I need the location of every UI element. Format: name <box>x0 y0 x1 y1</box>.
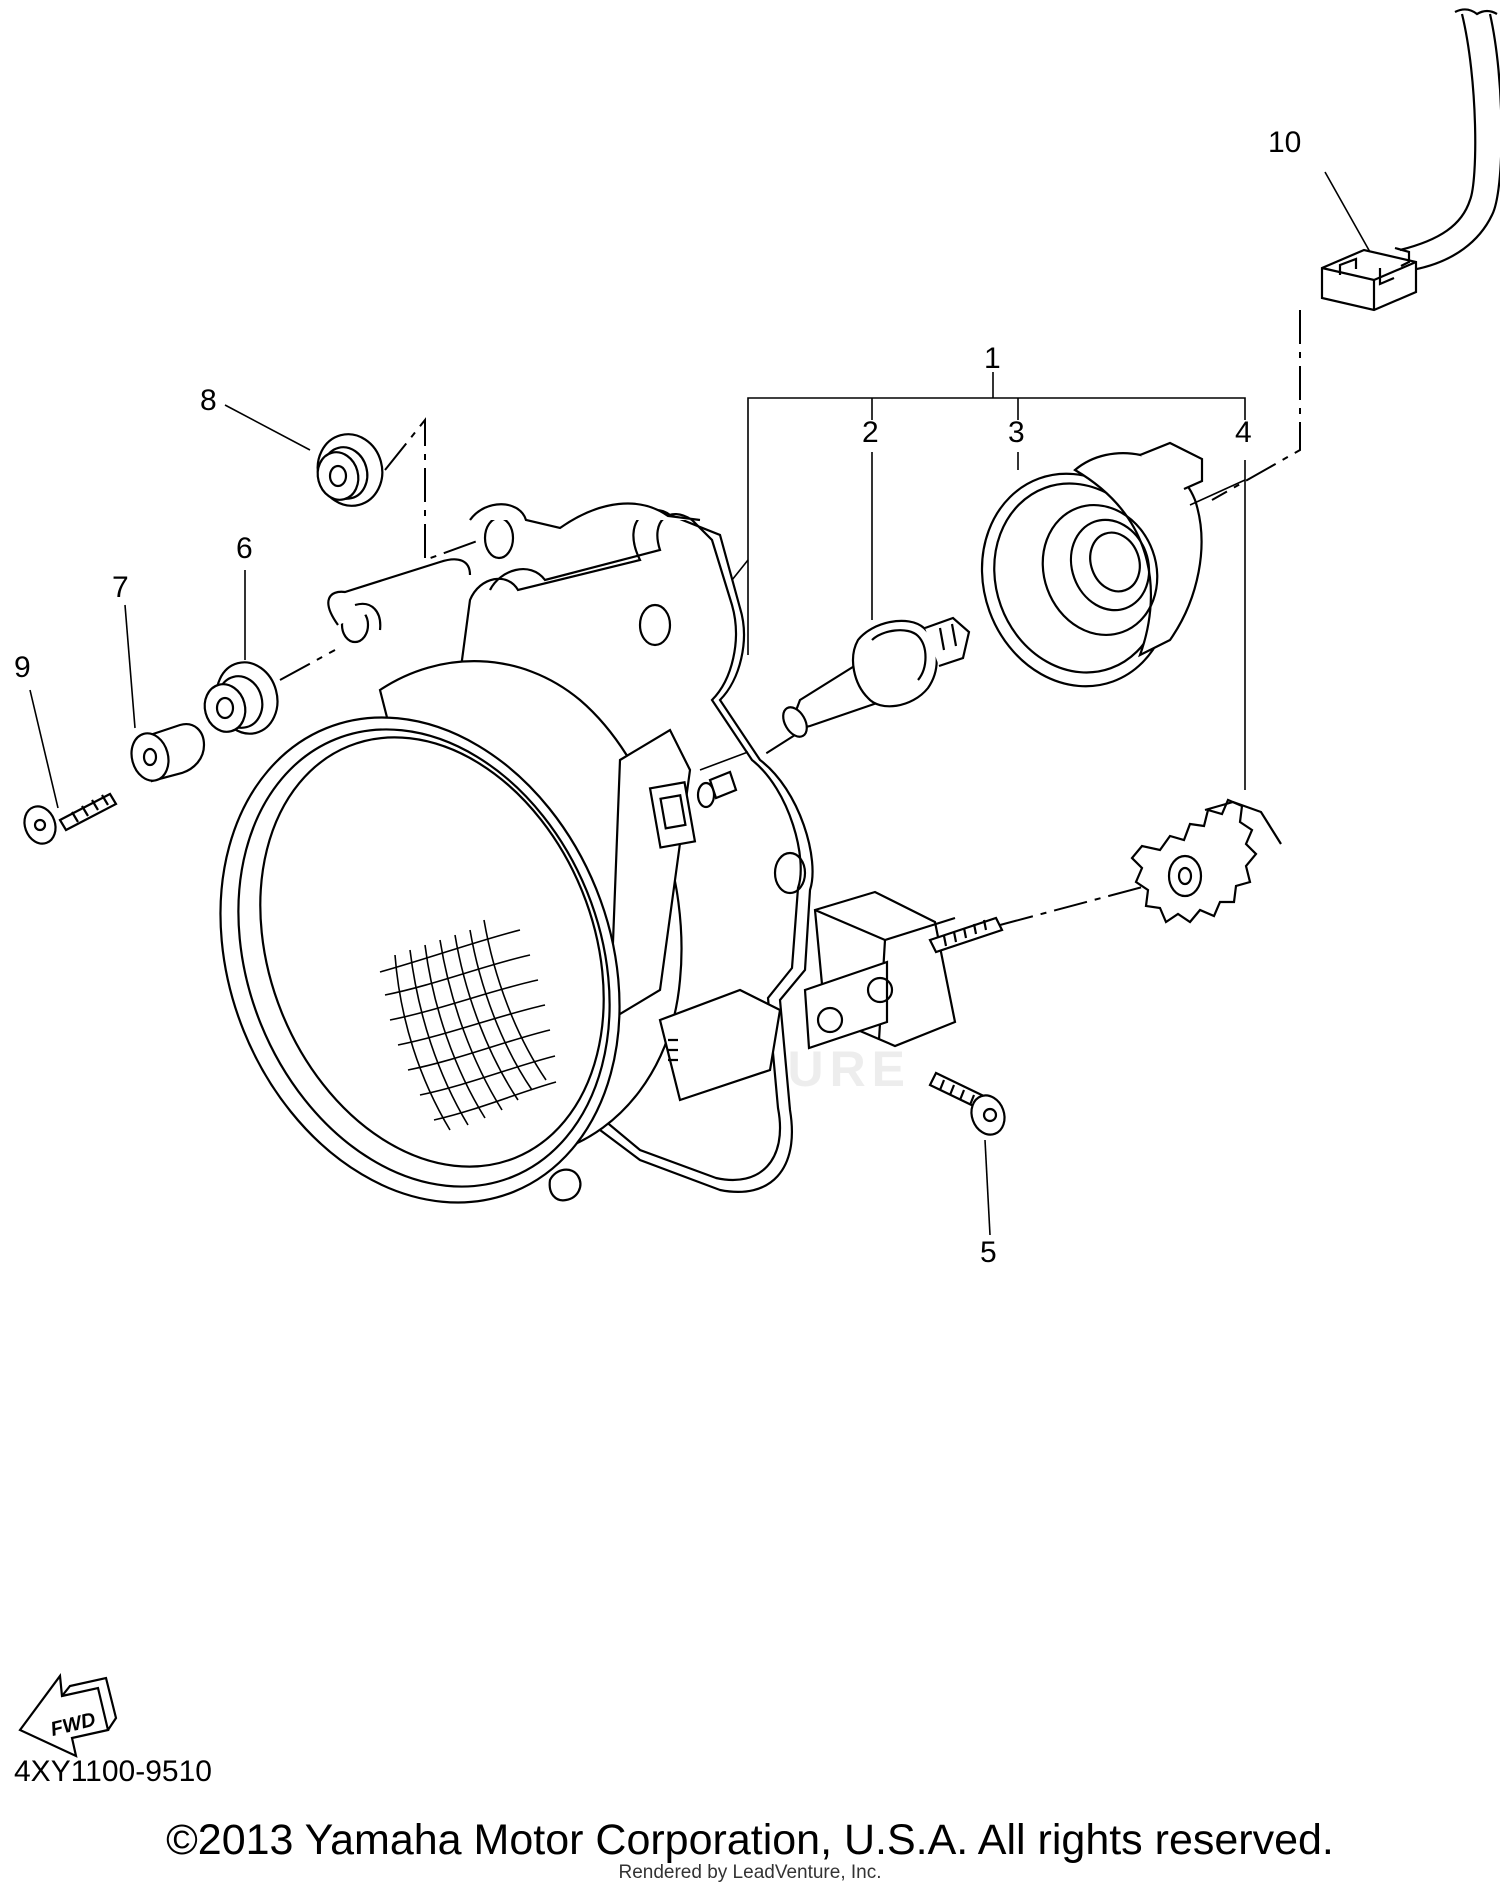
part-5-screw[interactable] <box>928 1071 1010 1139</box>
part-2-bulb[interactable] <box>778 616 971 741</box>
callout-3: 3 <box>1008 416 1025 449</box>
part-9-bolt[interactable] <box>19 792 118 848</box>
leader-7 <box>124 604 136 729</box>
leader-4-cover <box>1189 479 1246 506</box>
part-4-adjuster-nut[interactable] <box>1130 798 1282 924</box>
callout-9: 9 <box>14 651 31 684</box>
callout-6: 6 <box>236 532 253 565</box>
callout-8: 8 <box>200 384 217 417</box>
part-10-wire-connector[interactable] <box>1320 8 1500 312</box>
callout-2: 2 <box>862 416 879 449</box>
part-8-grommet[interactable] <box>310 427 390 513</box>
callout-10: 10 <box>1268 126 1301 159</box>
part-6-grommet[interactable] <box>199 655 285 740</box>
leader-10 <box>1324 171 1371 253</box>
diagram-code: 4XY1100-9510 <box>14 1755 212 1788</box>
leader-housing-screw <box>699 751 749 771</box>
part-3-bulb-cover[interactable] <box>953 441 1204 713</box>
leader-8-axis <box>384 417 481 562</box>
callout-7: 7 <box>112 571 129 604</box>
part-7-collar[interactable] <box>126 723 206 785</box>
adjuster-block[interactable] <box>803 890 1004 1050</box>
headlight-lens[interactable] <box>150 657 690 1263</box>
callout-4: 4 <box>1235 416 1252 449</box>
leader-9 <box>29 689 59 809</box>
leader-adjuster-axis <box>999 884 1151 926</box>
assembly-1-bracket <box>699 372 1246 790</box>
leader-10-to-4 <box>1211 310 1301 501</box>
leader-bulb-axis <box>739 734 796 771</box>
leader-6-axis <box>279 649 336 681</box>
fwd-arrow-icon: FWD <box>18 1673 118 1758</box>
callout-5: 5 <box>980 1236 997 1269</box>
lens-pattern <box>379 919 557 1131</box>
leader-8 <box>224 404 311 451</box>
rendered-by-notice: Rendered by LeadVenture, Inc. <box>618 1862 882 1883</box>
copyright-notice: ©2013 Yamaha Motor Corporation, U.S.A. A… <box>166 1816 1334 1864</box>
leader-5 <box>984 1139 991 1236</box>
callout-1: 1 <box>984 342 1001 375</box>
